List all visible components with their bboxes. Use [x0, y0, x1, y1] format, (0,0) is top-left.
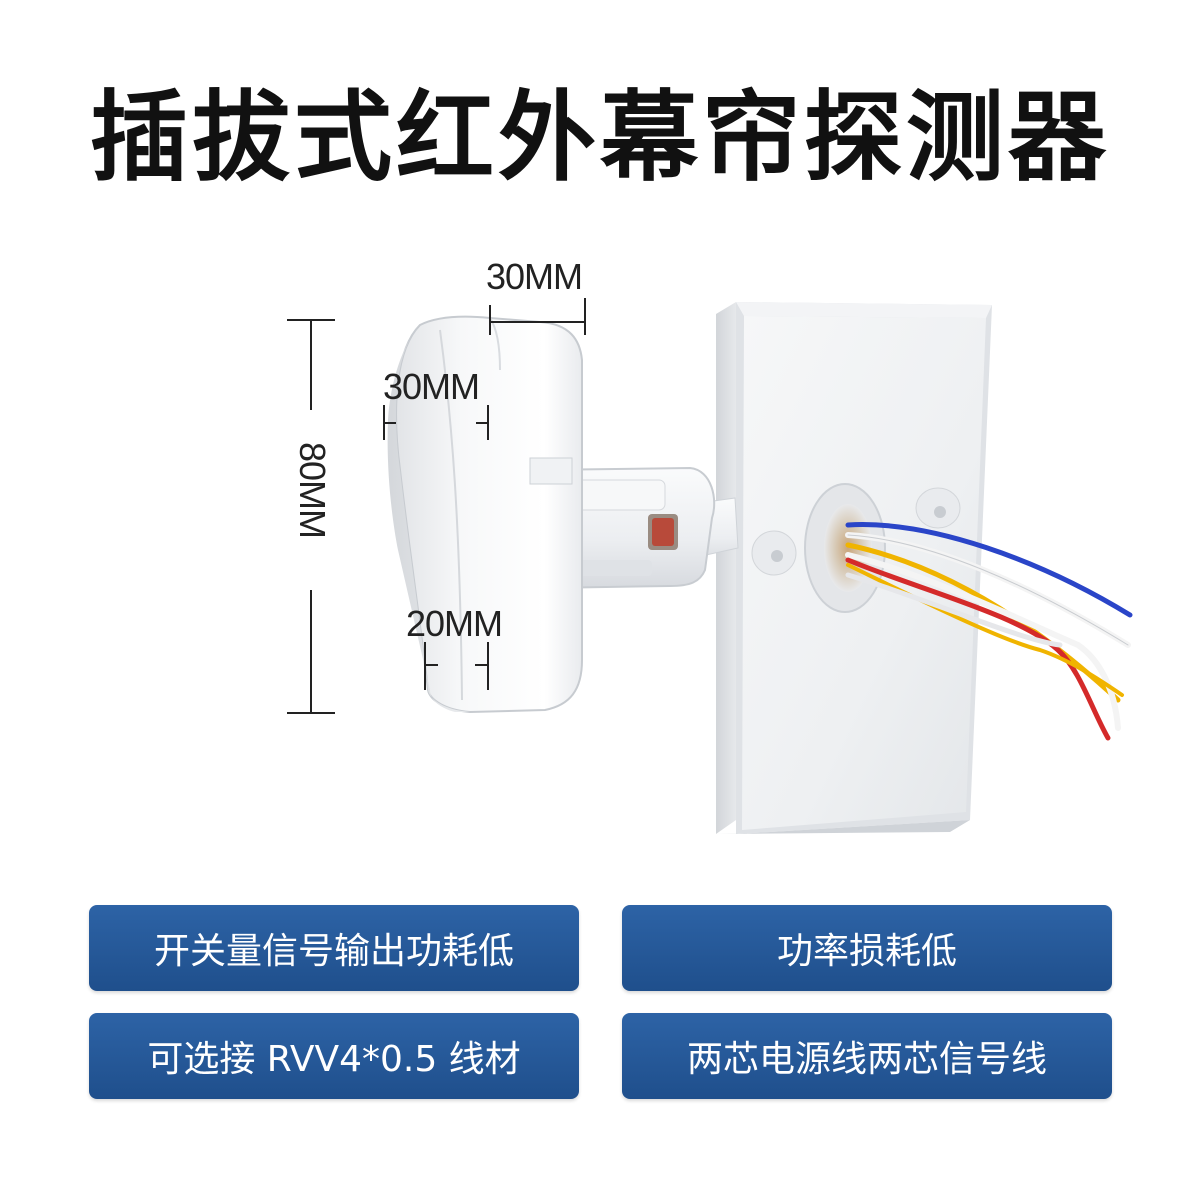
product-illustration — [287, 298, 1133, 834]
feature-wiring: 两芯电源线两芯信号线 — [622, 1013, 1112, 1099]
dimension-top-width: 30MM — [486, 256, 583, 297]
feature-low-power: 功率损耗低 — [622, 905, 1112, 991]
dimension-height: 80MM — [292, 441, 333, 539]
feature-switch-signal: 开关量信号输出功耗低 — [89, 905, 579, 991]
mounting-plate — [716, 302, 992, 834]
sensor-body — [387, 315, 583, 714]
dimension-side-depth: 30MM — [383, 366, 480, 407]
page-title: 插拔式红外幕帘探测器 — [89, 81, 1110, 195]
wire-bundle — [845, 522, 1133, 741]
feature-rvv-cable: 可选接 RVV4*0.5 线材 — [89, 1013, 579, 1099]
dimension-lines — [287, 298, 586, 714]
dimension-bottom-depth: 20MM — [406, 603, 503, 644]
